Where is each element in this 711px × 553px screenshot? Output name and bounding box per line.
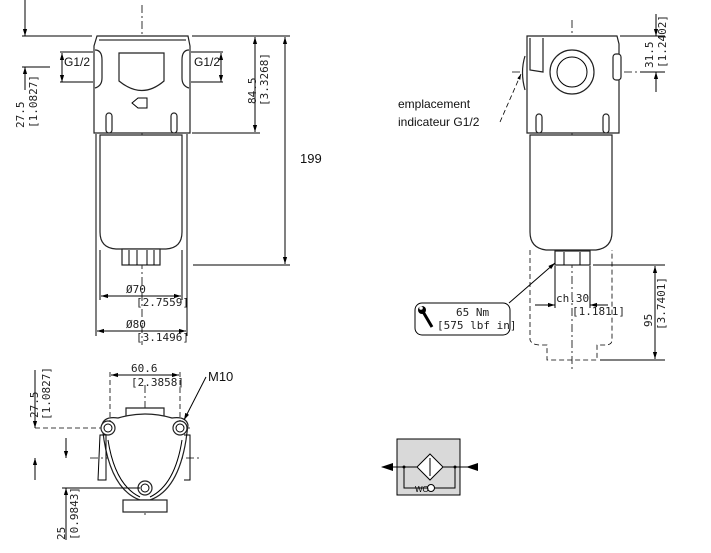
drain-plug: [121, 248, 161, 266]
bottom-view: 60.6 [2.3858] M10 27.5 [1.0827] 25 [0.98…: [28, 362, 233, 540]
port-right-label: G1/2: [194, 55, 220, 69]
port-height-dim: 31.5: [643, 42, 656, 69]
port-left-label: G1/2: [64, 55, 90, 69]
head-diameter-dim-in: [3.1496]: [136, 331, 189, 344]
head-height-dim-in: [3.3268]: [258, 53, 271, 106]
port-offset-dim: 27.5: [14, 102, 27, 129]
flow-arrow-icon: [131, 97, 148, 109]
total-height-dim: 199: [300, 151, 322, 166]
thread-label: M10: [208, 369, 233, 384]
front-view: G1/2 G1/2 27.5 [1.0827] 84.5 [3.3268] 19…: [14, 0, 322, 345]
side-view: emplacement indicateur G1/2 31.5 [1.2402…: [398, 14, 669, 370]
side-filter-bowl: [529, 134, 613, 251]
offset-bottom-dim: 25: [55, 527, 68, 540]
port-height-dim-in: [1.2402]: [656, 15, 669, 68]
bowl-diameter-dim-in: [2.7559]: [136, 296, 189, 309]
hole-spacing-dim: 60.6: [131, 362, 158, 375]
removal-clearance-outline: [529, 250, 613, 361]
indicator-label-line2: indicateur G1/2: [398, 115, 480, 129]
side-drain-plug: [554, 250, 591, 266]
clearance-dim-in: [3.7401]: [655, 277, 668, 330]
torque-value-in: [575 lbf in]: [437, 319, 516, 332]
bypass-label: WO: [415, 485, 429, 494]
offset-top-dim: 27.5: [28, 392, 41, 419]
outlet-port: [549, 49, 595, 95]
offset-top-dim-in: [1.0827]: [40, 367, 53, 420]
torque-callout: [414, 302, 511, 336]
inlet-port: [118, 52, 165, 92]
bowl-diameter-dim: Ø70: [126, 283, 146, 296]
inlet-arrow-icon: [466, 463, 478, 471]
mounting-hole: [172, 420, 188, 436]
check-valve-icon: [427, 484, 435, 492]
mounting-hole: [100, 420, 116, 436]
head-height-dim: 84.5: [246, 78, 259, 105]
wrench-size-dim: ch.30: [556, 292, 589, 305]
port-offset-dim-in: [1.0827]: [27, 75, 40, 128]
wrench-size-dim-in: [1.1811]: [572, 305, 625, 318]
hydraulic-filter-symbol: WO: [381, 438, 478, 496]
wrench-icon: [418, 306, 434, 328]
clearance-dim: 95: [642, 314, 655, 327]
head-bottom-outline: [101, 413, 189, 501]
filter-bowl: [99, 134, 183, 250]
outlet-arrow-icon: [381, 463, 393, 471]
head-diameter-dim: Ø80: [126, 318, 146, 331]
torque-value: 65 Nm: [456, 306, 489, 319]
offset-bottom-dim-in: [0.9843]: [68, 487, 81, 540]
mounting-hole: [137, 480, 153, 496]
indicator-label-line1: emplacement: [398, 97, 471, 111]
hole-spacing-dim-in: [2.3858]: [131, 376, 184, 389]
